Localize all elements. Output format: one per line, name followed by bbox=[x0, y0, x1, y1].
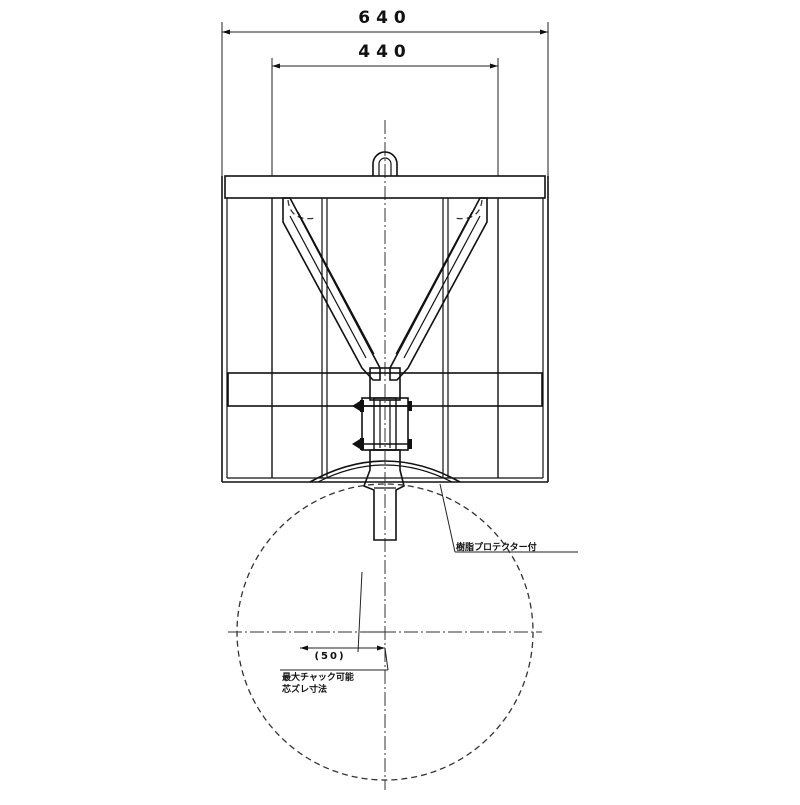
protector-leader bbox=[439, 483, 578, 553]
chuck-label-line2: 芯ズレ寸法 bbox=[282, 683, 327, 695]
lifting-eye bbox=[372, 151, 398, 176]
dimension-640: 640 bbox=[221, 8, 549, 176]
dimension-440-label: 440 bbox=[358, 42, 412, 62]
hidden-guides bbox=[287, 199, 483, 220]
offset-dimension bbox=[280, 571, 389, 671]
chuck-label-line1: 最大チャック可能 bbox=[282, 671, 354, 683]
protector-label: 樹脂プロテクター付 bbox=[456, 541, 537, 553]
dimension-640-label: 640 bbox=[358, 8, 412, 28]
bolt-lower bbox=[352, 438, 412, 450]
bolt-upper bbox=[352, 400, 412, 412]
offset-dimension-label: (50) bbox=[314, 651, 345, 662]
right-brace-arm bbox=[389, 197, 488, 381]
left-brace-arm bbox=[282, 197, 381, 381]
top-beam bbox=[224, 175, 546, 199]
dimension-440: 440 bbox=[271, 42, 499, 176]
chuck-jaw bbox=[362, 449, 405, 541]
